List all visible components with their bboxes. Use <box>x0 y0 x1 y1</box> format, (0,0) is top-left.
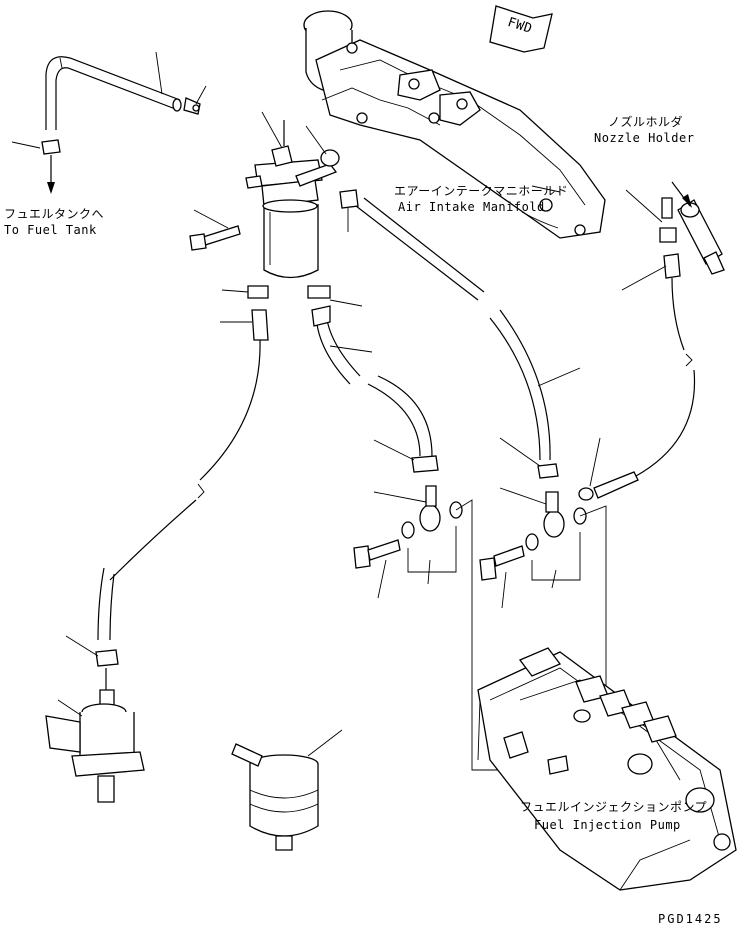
fuel-filter <box>189 120 338 279</box>
fuel-tank-label-en: To Fuel Tank <box>4 223 97 237</box>
fwd-arrow <box>489 5 553 53</box>
air-intake-label-en: Air Intake Manifold <box>398 200 545 214</box>
banjo-fitting-left <box>353 485 463 569</box>
hose-filter-outlet <box>311 305 439 473</box>
fuel-tank-label-jp: フュエルタンクへ <box>4 207 105 221</box>
nozzle-holder-label-jp: ノズルホルダ <box>608 115 684 129</box>
fuel-injection-pump <box>477 647 737 891</box>
nozzle-holder <box>671 181 725 275</box>
air-intake-label-jp: エアーインテークマニホールド <box>394 184 569 198</box>
air-intake-manifold <box>303 10 606 239</box>
filter-cartridge <box>231 743 319 851</box>
hose-to-prefilter <box>95 309 269 667</box>
nozzle-holder-label-en: Nozzle Holder <box>594 131 695 145</box>
leader-lines <box>11 51 667 757</box>
bracket-lines <box>407 499 607 779</box>
return-hose <box>41 56 201 194</box>
fuel-pump-label-en: Fuel Injection Pump <box>534 818 681 832</box>
prefilter <box>45 668 145 803</box>
banjo-fitting-right <box>479 487 594 581</box>
nozzle-hose <box>593 197 696 499</box>
drawing-code: PGD1425 <box>658 912 723 926</box>
hose-filter-to-pump <box>355 197 559 479</box>
fuel-pump-label-jp: フュエルインジェクションポンプ <box>520 800 708 814</box>
